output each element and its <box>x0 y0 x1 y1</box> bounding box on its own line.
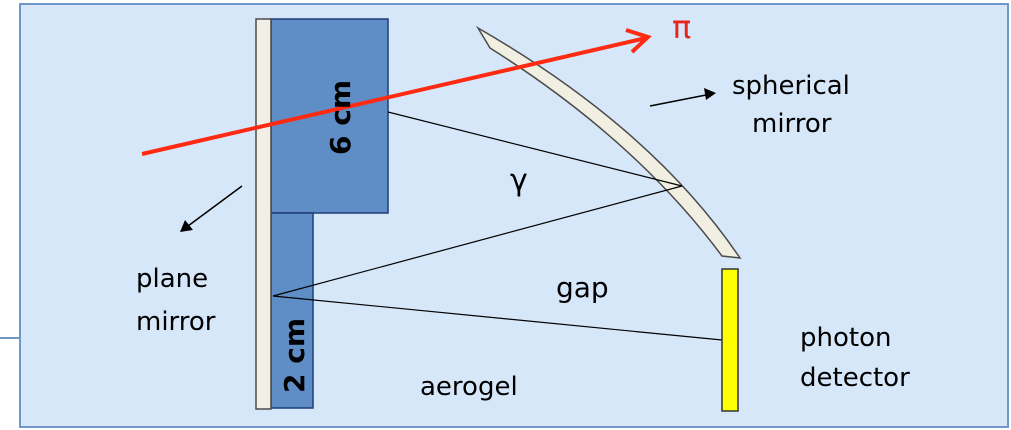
photon-label: photon <box>800 323 891 353</box>
aerogel-block-thick <box>270 18 389 214</box>
aerogel-label: aerogel <box>420 372 518 402</box>
pion-arrowhead <box>625 28 652 54</box>
plane-label: plane <box>136 264 208 294</box>
photon-ray-reflected <box>272 185 683 297</box>
diagram-panel <box>19 3 1009 428</box>
spherical-mirror-pointer <box>649 88 716 107</box>
plane-mirror-label: mirror <box>136 307 216 337</box>
thin-block-dimension: 2 cm <box>278 318 311 393</box>
thick-block-dimension: 6 cm <box>324 80 357 155</box>
spherical-label: spherical <box>732 71 850 101</box>
plane-mirror <box>255 18 272 410</box>
aerogel-block-thin <box>270 212 314 409</box>
photon-paths <box>272 111 723 341</box>
detector-label: detector <box>800 363 910 393</box>
gap-label: gap <box>556 271 609 304</box>
gamma-label: γ <box>510 163 528 198</box>
pion-track <box>141 28 652 156</box>
photon-detector <box>721 268 739 412</box>
spherical-mirror-label: mirror <box>752 109 832 139</box>
pi-label: π <box>672 8 691 46</box>
photon-ray-upper <box>387 111 683 187</box>
photon-ray-lower <box>272 295 723 341</box>
spherical-mirror <box>475 25 742 259</box>
plane-mirror-pointer <box>180 185 243 232</box>
